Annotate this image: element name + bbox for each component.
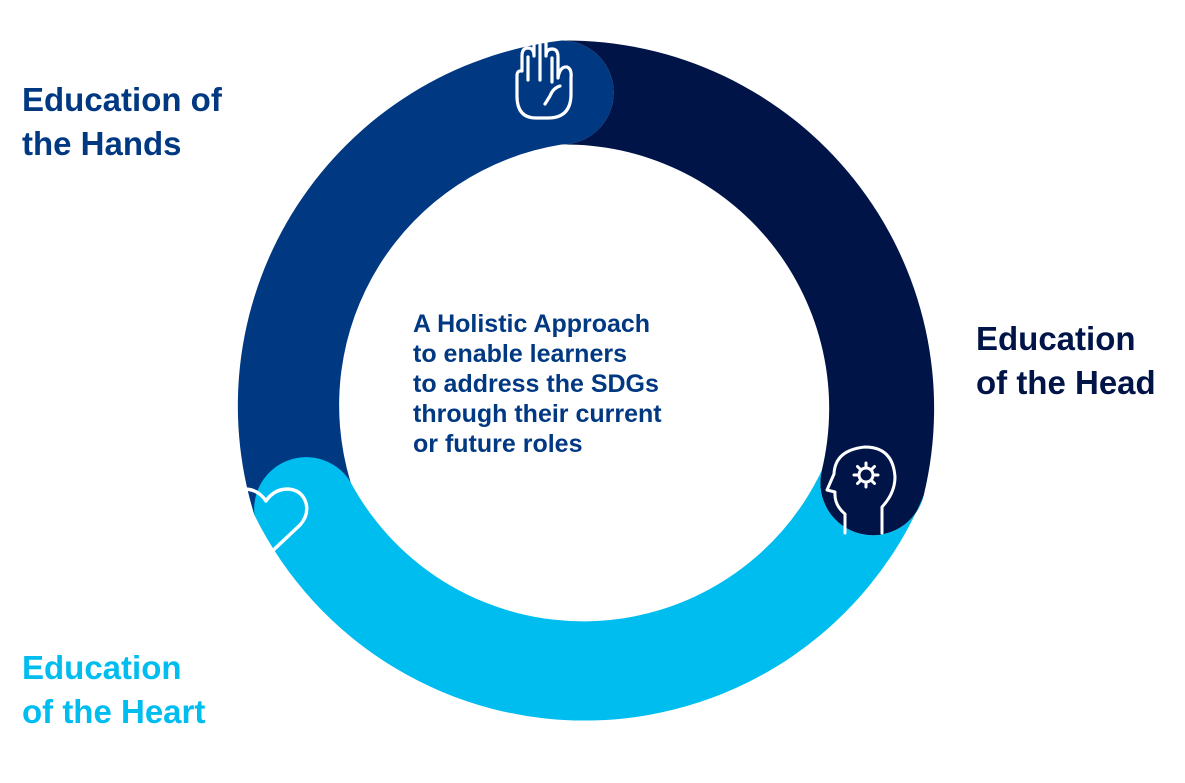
head-label-line-2: of the Head: [976, 364, 1156, 401]
center-statement-line-2: to enable learners: [413, 340, 627, 368]
center-statement-line-3: to address the SDGs: [413, 370, 659, 398]
heart-segment: [254, 457, 924, 721]
hands-segment: [237, 40, 614, 516]
head-segment: [561, 40, 935, 536]
hands-label-line-1: Education of: [22, 81, 222, 118]
head-gear-icon: [825, 445, 897, 535]
hands-label-line-2: the Hands: [22, 125, 182, 162]
heart-label: Education of the Heart: [22, 646, 205, 734]
hand-icon: [515, 34, 573, 120]
hands-label: Education of the Hands: [22, 78, 222, 166]
center-statement-line-1: A Holistic Approach: [413, 310, 651, 338]
heart-label-line-1: Education: [22, 649, 182, 686]
center-statement-line-5: or future roles: [413, 430, 583, 458]
head-label-line-1: Education: [976, 320, 1136, 357]
heart-icon: [223, 487, 309, 559]
center-statement-line-4: through their current: [413, 400, 662, 428]
center-statement: A Holistic Approach to enable learners t…: [413, 309, 662, 459]
head-label: Education of the Head: [976, 317, 1156, 405]
heart-label-line-2: of the Heart: [22, 693, 206, 730]
